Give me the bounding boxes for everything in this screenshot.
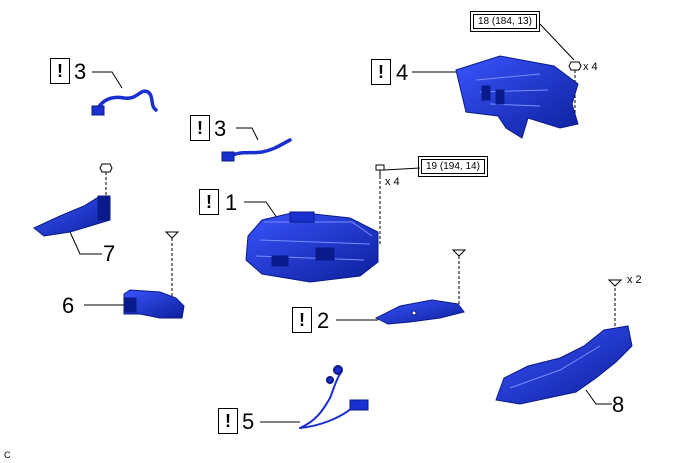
nut-icon-4 [568, 61, 582, 71]
leader-8 [585, 389, 612, 405]
caution-mark-2: ! [292, 307, 312, 333]
leader-lines [69, 23, 612, 423]
part-number-7: 7 [103, 241, 116, 266]
duct-8 [495, 325, 633, 405]
part-number-8: 8 [612, 392, 625, 417]
wire-harness-3b [221, 138, 292, 162]
quantity-torque-19: x 4 [385, 176, 400, 188]
caution-mark-3a: ! [50, 58, 70, 84]
caution-mark-3b: ! [190, 115, 210, 141]
leader-7 [69, 231, 102, 255]
caution-mark-4: ! [371, 59, 391, 85]
caution-mark-5: ! [218, 408, 238, 434]
part-number-1: 1 [225, 190, 238, 215]
part-number-2: 2 [317, 308, 330, 333]
part-number-6: 6 [62, 293, 75, 318]
part-number-3a: 3 [74, 59, 87, 84]
corner-label: C [4, 450, 11, 460]
quantity-part-8: x 2 [627, 274, 642, 286]
leader-1 [244, 201, 281, 223]
bracket-2 [374, 299, 465, 325]
part-number-3b: 3 [214, 116, 227, 141]
nut-icon-7 [99, 163, 113, 173]
quantity-torque-18: x 4 [583, 61, 598, 73]
wire-harness-3a [91, 89, 158, 116]
main-unit-1 [245, 211, 379, 283]
leader-3a [92, 71, 123, 89]
duct-7 [33, 195, 111, 237]
leader-3b [236, 127, 259, 141]
clip-icon-8 [607, 279, 623, 287]
leader-torque-19 [383, 167, 421, 171]
clip-icon-6 [164, 231, 180, 239]
bolt-icon-1 [375, 164, 385, 177]
leader-torque-18 [539, 23, 575, 61]
clip-icon-2 [451, 249, 467, 257]
part-number-4: 4 [396, 60, 409, 85]
duct-6 [123, 289, 185, 319]
caution-mark-1: ! [199, 189, 219, 215]
upper-bracket-4 [455, 55, 579, 139]
fasteners [99, 61, 623, 287]
torque-spec-19: 19 (194, 14) [418, 156, 488, 177]
torque-spec-18: 18 (184, 13) [470, 11, 540, 32]
sensor-cable-5 [299, 365, 369, 429]
part-number-5: 5 [242, 409, 255, 434]
